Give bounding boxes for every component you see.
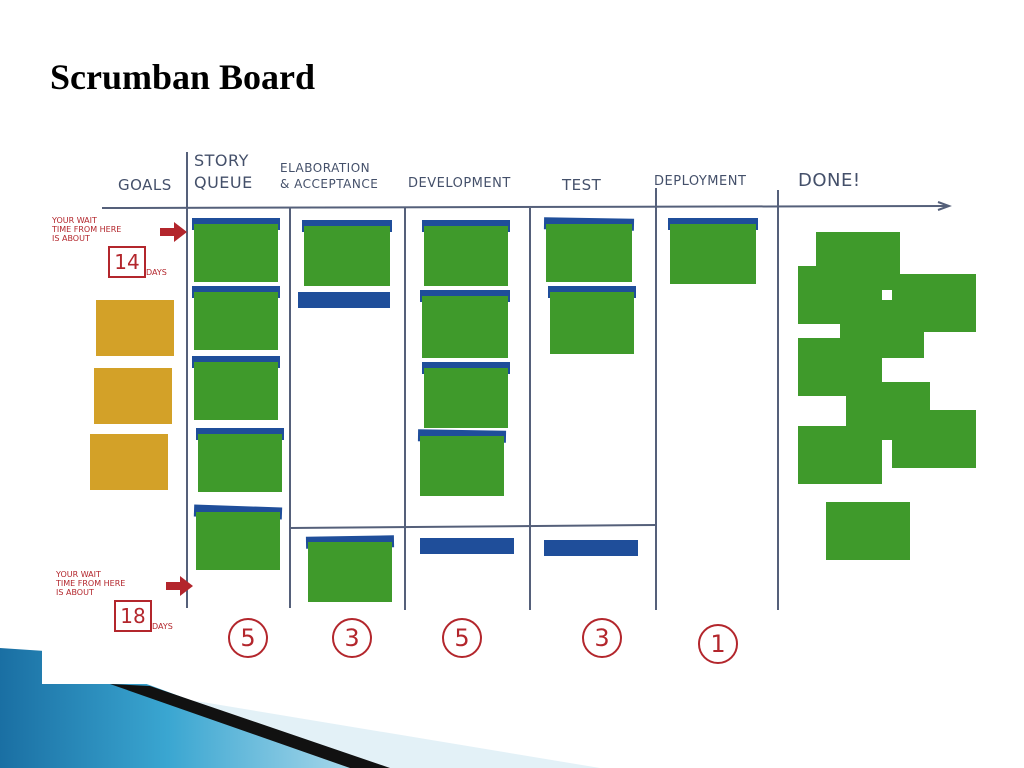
swoosh-light <box>130 690 600 768</box>
wait-days-top: 14 <box>108 246 146 278</box>
wait-days-bottom: 18 <box>114 600 152 632</box>
development-sticky-2 <box>422 296 508 358</box>
header-deployment: Deployment <box>654 174 747 189</box>
development-empty-tab <box>420 538 514 554</box>
test-sticky-2 <box>550 292 634 354</box>
wait-unit-bottom: Days <box>152 622 173 631</box>
development-sticky-4 <box>420 436 504 496</box>
development-sticky-1 <box>424 226 508 286</box>
arrow-head <box>937 201 952 211</box>
header-story-queue: Story Queue <box>194 151 253 192</box>
done-sticky-7 <box>798 426 882 484</box>
test-sticky-1 <box>546 224 632 282</box>
queue-divider <box>289 524 657 529</box>
test-empty-tab <box>544 540 638 556</box>
story-queue-sticky-3 <box>194 362 278 420</box>
board-drawing <box>90 152 976 610</box>
wip-limit-test: 3 <box>582 618 622 658</box>
elaboration-empty-tab <box>298 292 390 308</box>
wip-limit-elaboration: 3 <box>332 618 372 658</box>
page-title: Scrumban Board <box>50 57 316 97</box>
wait-note-bottom: Your Wait Time from here is about <box>56 570 126 597</box>
header-done: Done! <box>798 170 861 191</box>
story-queue-sticky-5 <box>196 512 280 570</box>
header-goals: Goals <box>118 176 172 194</box>
story-queue-sticky-1 <box>194 224 278 282</box>
goal-sticky-2 <box>94 368 172 424</box>
header-divider <box>101 205 948 209</box>
wip-limit-deployment: 1 <box>698 624 738 664</box>
story-queue-sticky-4 <box>198 434 282 492</box>
story-queue-sticky-2 <box>194 292 278 350</box>
goal-sticky-1 <box>96 300 174 356</box>
done-sticky-8 <box>892 410 976 468</box>
elaboration-sticky-2 <box>308 542 392 602</box>
header-test: Test <box>562 176 602 194</box>
header-elaboration: Elaboration & Acceptance <box>280 161 379 191</box>
wip-limit-story-queue: 5 <box>228 618 268 658</box>
done-sticky-9 <box>826 502 910 560</box>
goal-sticky-3 <box>90 434 168 490</box>
arrow-right-icon-bottom <box>166 576 193 596</box>
wait-unit-top: Days <box>146 268 167 277</box>
wait-note-top: Your Wait Time from here is about <box>52 216 122 243</box>
wip-limit-development: 5 <box>442 618 482 658</box>
header-development: Development <box>408 176 511 191</box>
swoosh-black <box>110 684 390 768</box>
deployment-sticky-1 <box>670 224 756 284</box>
scrumban-board: Goals Story Queue Elaboration & Acceptan… <box>42 128 1000 684</box>
arrow-right-icon <box>160 222 187 242</box>
development-sticky-3 <box>424 368 508 428</box>
elaboration-sticky-1 <box>304 226 390 286</box>
